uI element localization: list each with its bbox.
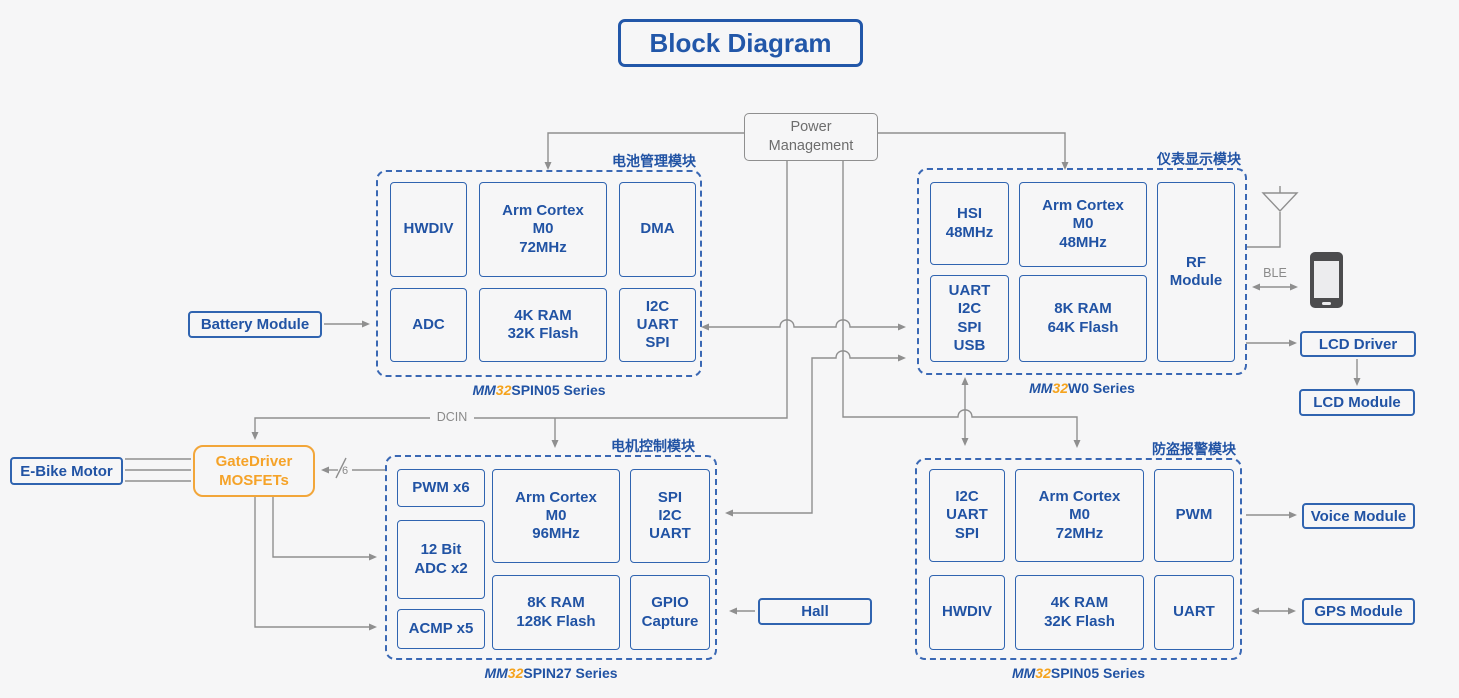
module-tag-anti-theft-alarm: 防盗报警模块 (1152, 441, 1236, 457)
link-motor-display (725, 350, 906, 517)
page-title: Block Diagram (618, 19, 863, 67)
cell-rf-module: RF Module (1157, 182, 1235, 362)
voice-module-box: Voice Module (1302, 503, 1415, 529)
cell-cortex-m0-72mhz: Arm Cortex M0 72MHz (479, 182, 607, 277)
connector-gatedriver-to-adc (272, 497, 377, 561)
module-tag-instrument-display: 仪表显示模块 (1157, 151, 1241, 167)
series-label-spin05-alarm: MM32SPIN05 Series (1011, 665, 1146, 681)
battery-module-box: Battery Module (188, 311, 322, 338)
wire-rf-to-antenna (1247, 212, 1281, 248)
cell-cortex-m0-48mhz: Arm Cortex M0 48MHz (1019, 182, 1147, 267)
cell-hwdiv: HWDIV (929, 575, 1005, 650)
series-label-w0: MM32W0 Series (1029, 380, 1135, 396)
bus-width-label: 6 (341, 465, 349, 477)
cell-uart: UART (1154, 575, 1234, 650)
ble-label: BLE (1263, 266, 1287, 280)
module-instrument-display: 仪表显示模块 HSI 48MHz Arm Cortex M0 48MHz RF … (917, 151, 1247, 396)
cell-dma: DMA (619, 182, 696, 277)
cell-cortex-m0-96mhz: Arm Cortex M0 96MHz (492, 469, 620, 563)
cell-pwm: PWM (1154, 469, 1234, 562)
gatedriver-mosfets-box: GateDriver MOSFETs (193, 445, 315, 497)
cell-spi-i2c-uart: SPI I2C UART (630, 469, 710, 563)
connector-power-to-display-module (878, 132, 1069, 170)
link-battery-display (701, 319, 906, 331)
antenna-icon (1261, 186, 1299, 213)
module-anti-theft-alarm: 防盗报警模块 I2C UART SPI Arm Cortex M0 72MHz … (915, 441, 1242, 681)
connector-gatedriver-to-acmp (254, 497, 377, 631)
cell-memory-4k-32k: 4K RAM 32K Flash (479, 288, 607, 362)
cell-gpio-capture: GPIO Capture (630, 575, 710, 650)
cell-hsi-48mhz: HSI 48MHz (930, 182, 1009, 265)
cell-hwdiv: HWDIV (390, 182, 467, 277)
cell-cortex-m0-72mhz: Arm Cortex M0 72MHz (1015, 469, 1144, 562)
ebike-motor-box: E-Bike Motor (10, 457, 123, 485)
cell-memory-8k-64k: 8K RAM 64K Flash (1019, 275, 1147, 362)
module-tag-battery-management: 电池管理模块 (612, 153, 696, 169)
gps-module-box: GPS Module (1302, 598, 1415, 625)
power-management-box: Power Management (744, 113, 878, 161)
cell-memory-8k-128k: 8K RAM 128K Flash (492, 575, 620, 650)
module-motor-control: 电机控制模块 PWM x6 12 Bit ADC x2 ACMP x5 Arm … (385, 438, 717, 681)
series-label-spin05: MM32SPIN05 Series (472, 382, 606, 398)
cell-i2c-uart-spi: I2C UART SPI (619, 288, 696, 362)
cell-i2c-uart-spi: I2C UART SPI (929, 469, 1005, 562)
dcin-label: DCIN (430, 410, 474, 424)
module-battery-management: 电池管理模块 HWDIV Arm Cortex M0 72MHz DMA ADC… (376, 153, 702, 398)
module-tag-motor-control: 电机控制模块 (611, 438, 695, 454)
cell-pwm-x6: PWM x6 (397, 469, 485, 507)
cell-memory-4k-32k: 4K RAM 32K Flash (1015, 575, 1144, 650)
cell-adc: ADC (390, 288, 467, 362)
lcd-module-box: LCD Module (1299, 389, 1415, 416)
series-label-spin27: MM32SPIN27 Series (484, 665, 618, 681)
cell-uart-i2c-spi-usb: UART I2C SPI USB (930, 275, 1009, 362)
hall-box: Hall (758, 598, 872, 625)
cell-acmp-x5: ACMP x5 (397, 609, 485, 649)
phone-icon (1310, 252, 1343, 308)
cell-12bit-adc-x2: 12 Bit ADC x2 (397, 520, 485, 599)
lcd-driver-box: LCD Driver (1300, 331, 1416, 357)
